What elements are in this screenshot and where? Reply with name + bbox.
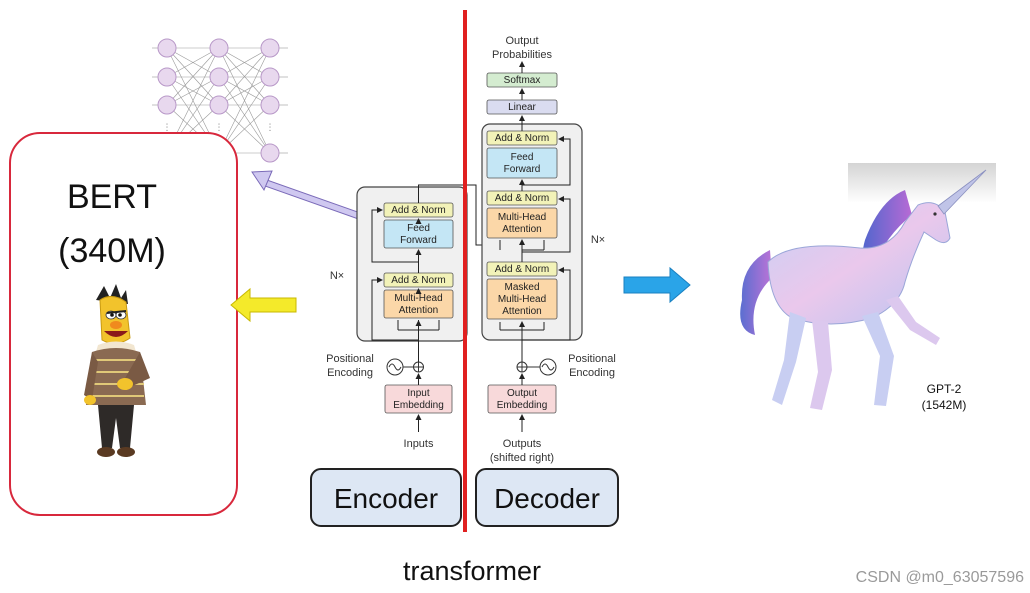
- decoder-masked-multi-head-attention: [486, 278, 558, 320]
- encoder-label: Encoder: [334, 483, 438, 514]
- encoder-positional-label-2: Encoding: [327, 367, 373, 379]
- decoder-stack: Output Probabilities Softmax Linear Add …: [481, 35, 616, 464]
- gpt2-size: (1542M): [922, 398, 967, 412]
- decoder-feed-forward: [486, 147, 558, 179]
- svg-text:Attention: Attention: [502, 224, 541, 235]
- svg-text:Add & Norm: Add & Norm: [495, 193, 549, 204]
- svg-text:⋮: ⋮: [266, 123, 275, 133]
- encoder-decoder-divider: [463, 10, 467, 532]
- svg-text:Output: Output: [507, 388, 537, 399]
- svg-text:Linear: Linear: [508, 102, 536, 113]
- decoder-label: Decoder: [494, 483, 600, 514]
- svg-text:Attention: Attention: [399, 305, 438, 316]
- blue-arrow-right: [623, 266, 691, 304]
- svg-text:Multi-Head: Multi-Head: [498, 212, 546, 223]
- bert-size: (340M): [58, 232, 166, 270]
- svg-text:⋮: ⋮: [163, 123, 172, 133]
- bert-title: BERT: [67, 178, 157, 216]
- encoder-positional-label-1: Positional: [326, 353, 374, 365]
- encoder-label-box: [310, 468, 462, 527]
- svg-text:Multi-Head: Multi-Head: [394, 293, 442, 304]
- output-probabilities-label-1: Output: [505, 35, 538, 47]
- svg-text:Add & Norm: Add & Norm: [495, 264, 549, 275]
- csdn-watermark: CSDN @m0_63057596: [856, 569, 1024, 586]
- gpt2-title: GPT-2: [927, 382, 962, 396]
- svg-text:Add & Norm: Add & Norm: [495, 133, 549, 144]
- svg-text:Add & Norm: Add & Norm: [391, 275, 445, 286]
- svg-text:Forward: Forward: [504, 164, 541, 175]
- svg-text:Feed: Feed: [511, 152, 534, 163]
- svg-text:Softmax: Softmax: [504, 75, 541, 86]
- svg-text:Masked: Masked: [504, 282, 539, 293]
- decoder-label-box: [475, 468, 619, 527]
- decoder-nx-label: N×: [591, 234, 605, 246]
- svg-text:Feed: Feed: [407, 223, 430, 234]
- transformer-caption: transformer: [403, 556, 541, 586]
- decoder-multi-head-attention: [486, 207, 558, 239]
- outputs-label-2: (shifted right): [490, 452, 554, 464]
- svg-text:Attention: Attention: [502, 306, 541, 317]
- svg-text:Forward: Forward: [400, 235, 437, 246]
- svg-text:⋮: ⋮: [215, 123, 224, 133]
- yellow-arrow-left: [230, 287, 297, 323]
- unicorn-image: [740, 163, 996, 410]
- svg-text:Multi-Head: Multi-Head: [498, 294, 546, 305]
- decoder-positional-label-1: Positional: [568, 353, 616, 365]
- inputs-label: Inputs: [404, 438, 434, 450]
- svg-text:Embedding: Embedding: [497, 400, 548, 411]
- svg-text:Input: Input: [407, 388, 429, 399]
- output-probabilities-label-2: Probabilities: [492, 49, 552, 61]
- svg-text:Embedding: Embedding: [393, 400, 444, 411]
- decoder-positional-label-2: Encoding: [569, 367, 615, 379]
- feedforward-to-network-arrow: [251, 170, 384, 228]
- encoder-stack: Add & Norm Feed Forward Add & Norm Multi…: [326, 184, 497, 450]
- encoder-nx-label: N×: [330, 270, 344, 282]
- bert-puppet-image: [84, 284, 150, 457]
- outputs-label-1: Outputs: [503, 438, 542, 450]
- svg-text:Add & Norm: Add & Norm: [391, 205, 445, 216]
